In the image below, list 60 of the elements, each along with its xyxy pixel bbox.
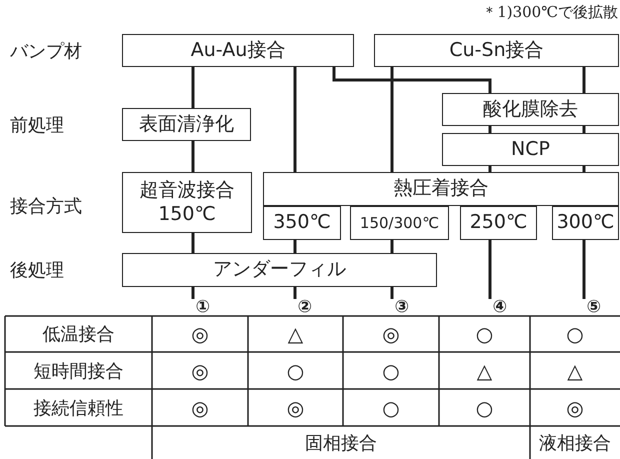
connector-line xyxy=(294,67,296,172)
rating-symbol: ○ xyxy=(382,396,400,420)
row-heading: 前処理 xyxy=(10,114,64,137)
group-label: 固相接合 xyxy=(305,432,377,455)
connector-line xyxy=(582,67,586,93)
temperature-box: 300℃ xyxy=(552,206,619,240)
rating-symbol: ○ xyxy=(566,322,584,346)
footnote: ＊1)300℃で後拡散 xyxy=(482,2,618,22)
connector-line xyxy=(390,67,394,172)
temperature-box: 150/300℃ xyxy=(350,206,449,240)
connector-line xyxy=(582,126,586,133)
rating-symbol: ◎ xyxy=(566,396,584,420)
temperature-box: 350℃ xyxy=(263,206,341,240)
connector-line xyxy=(488,126,492,133)
rating-symbol: ◎ xyxy=(286,396,304,420)
process-box: NCP xyxy=(442,133,619,166)
column-number: ① xyxy=(190,299,210,316)
temperature-box: 250℃ xyxy=(460,206,537,240)
rating-symbol: ◎ xyxy=(191,396,209,420)
connector-line xyxy=(332,67,492,93)
rating-symbol: △ xyxy=(476,358,492,382)
row-heading: 後処理 xyxy=(10,259,64,282)
row-heading: 短時間接合 xyxy=(34,360,124,382)
rating-symbol: ◎ xyxy=(191,358,209,382)
rating-symbol: ◎ xyxy=(382,322,400,346)
process-box: アンダーフィル xyxy=(122,253,437,287)
process-box: 超音波接合 150℃ xyxy=(122,172,252,233)
column-number: ② xyxy=(292,299,312,316)
connector-line xyxy=(192,67,194,108)
column-number: ⑤ xyxy=(581,299,601,316)
material-box: Cu-Sn接合 xyxy=(374,34,619,67)
row-heading: 接合方式 xyxy=(10,194,82,218)
rating-symbol: ○ xyxy=(476,322,494,346)
row-heading: 接続信頼性 xyxy=(34,396,124,420)
connector-line xyxy=(192,141,194,172)
connector-line xyxy=(294,287,296,299)
rating-symbol: ○ xyxy=(382,358,400,382)
connector-line xyxy=(294,240,296,253)
connector-line xyxy=(192,287,194,299)
connector-line xyxy=(488,240,492,299)
rating-symbol: ○ xyxy=(476,396,494,420)
column-number: ④ xyxy=(487,299,507,316)
connector-line xyxy=(582,166,586,172)
connector-line xyxy=(390,240,394,253)
connector-line xyxy=(390,287,394,299)
rating-symbol: △ xyxy=(567,358,583,382)
connector-line xyxy=(192,233,194,253)
process-box: 表面清浄化 xyxy=(122,108,251,141)
rating-symbol: ◎ xyxy=(191,322,209,346)
rating-symbol: △ xyxy=(288,322,304,346)
row-heading: 低温接合 xyxy=(42,323,114,346)
process-box: 酸化膜除去 xyxy=(442,93,619,126)
process-box: 熱圧着接合 xyxy=(263,172,619,206)
row-heading: バンプ材 xyxy=(10,40,82,63)
group-label: 液相接合 xyxy=(539,432,611,455)
column-number: ③ xyxy=(389,299,409,316)
rating-symbol: ○ xyxy=(286,358,304,382)
connector-line xyxy=(582,240,586,299)
connector-line xyxy=(488,166,492,172)
material-box: Au-Au接合 xyxy=(122,34,354,67)
